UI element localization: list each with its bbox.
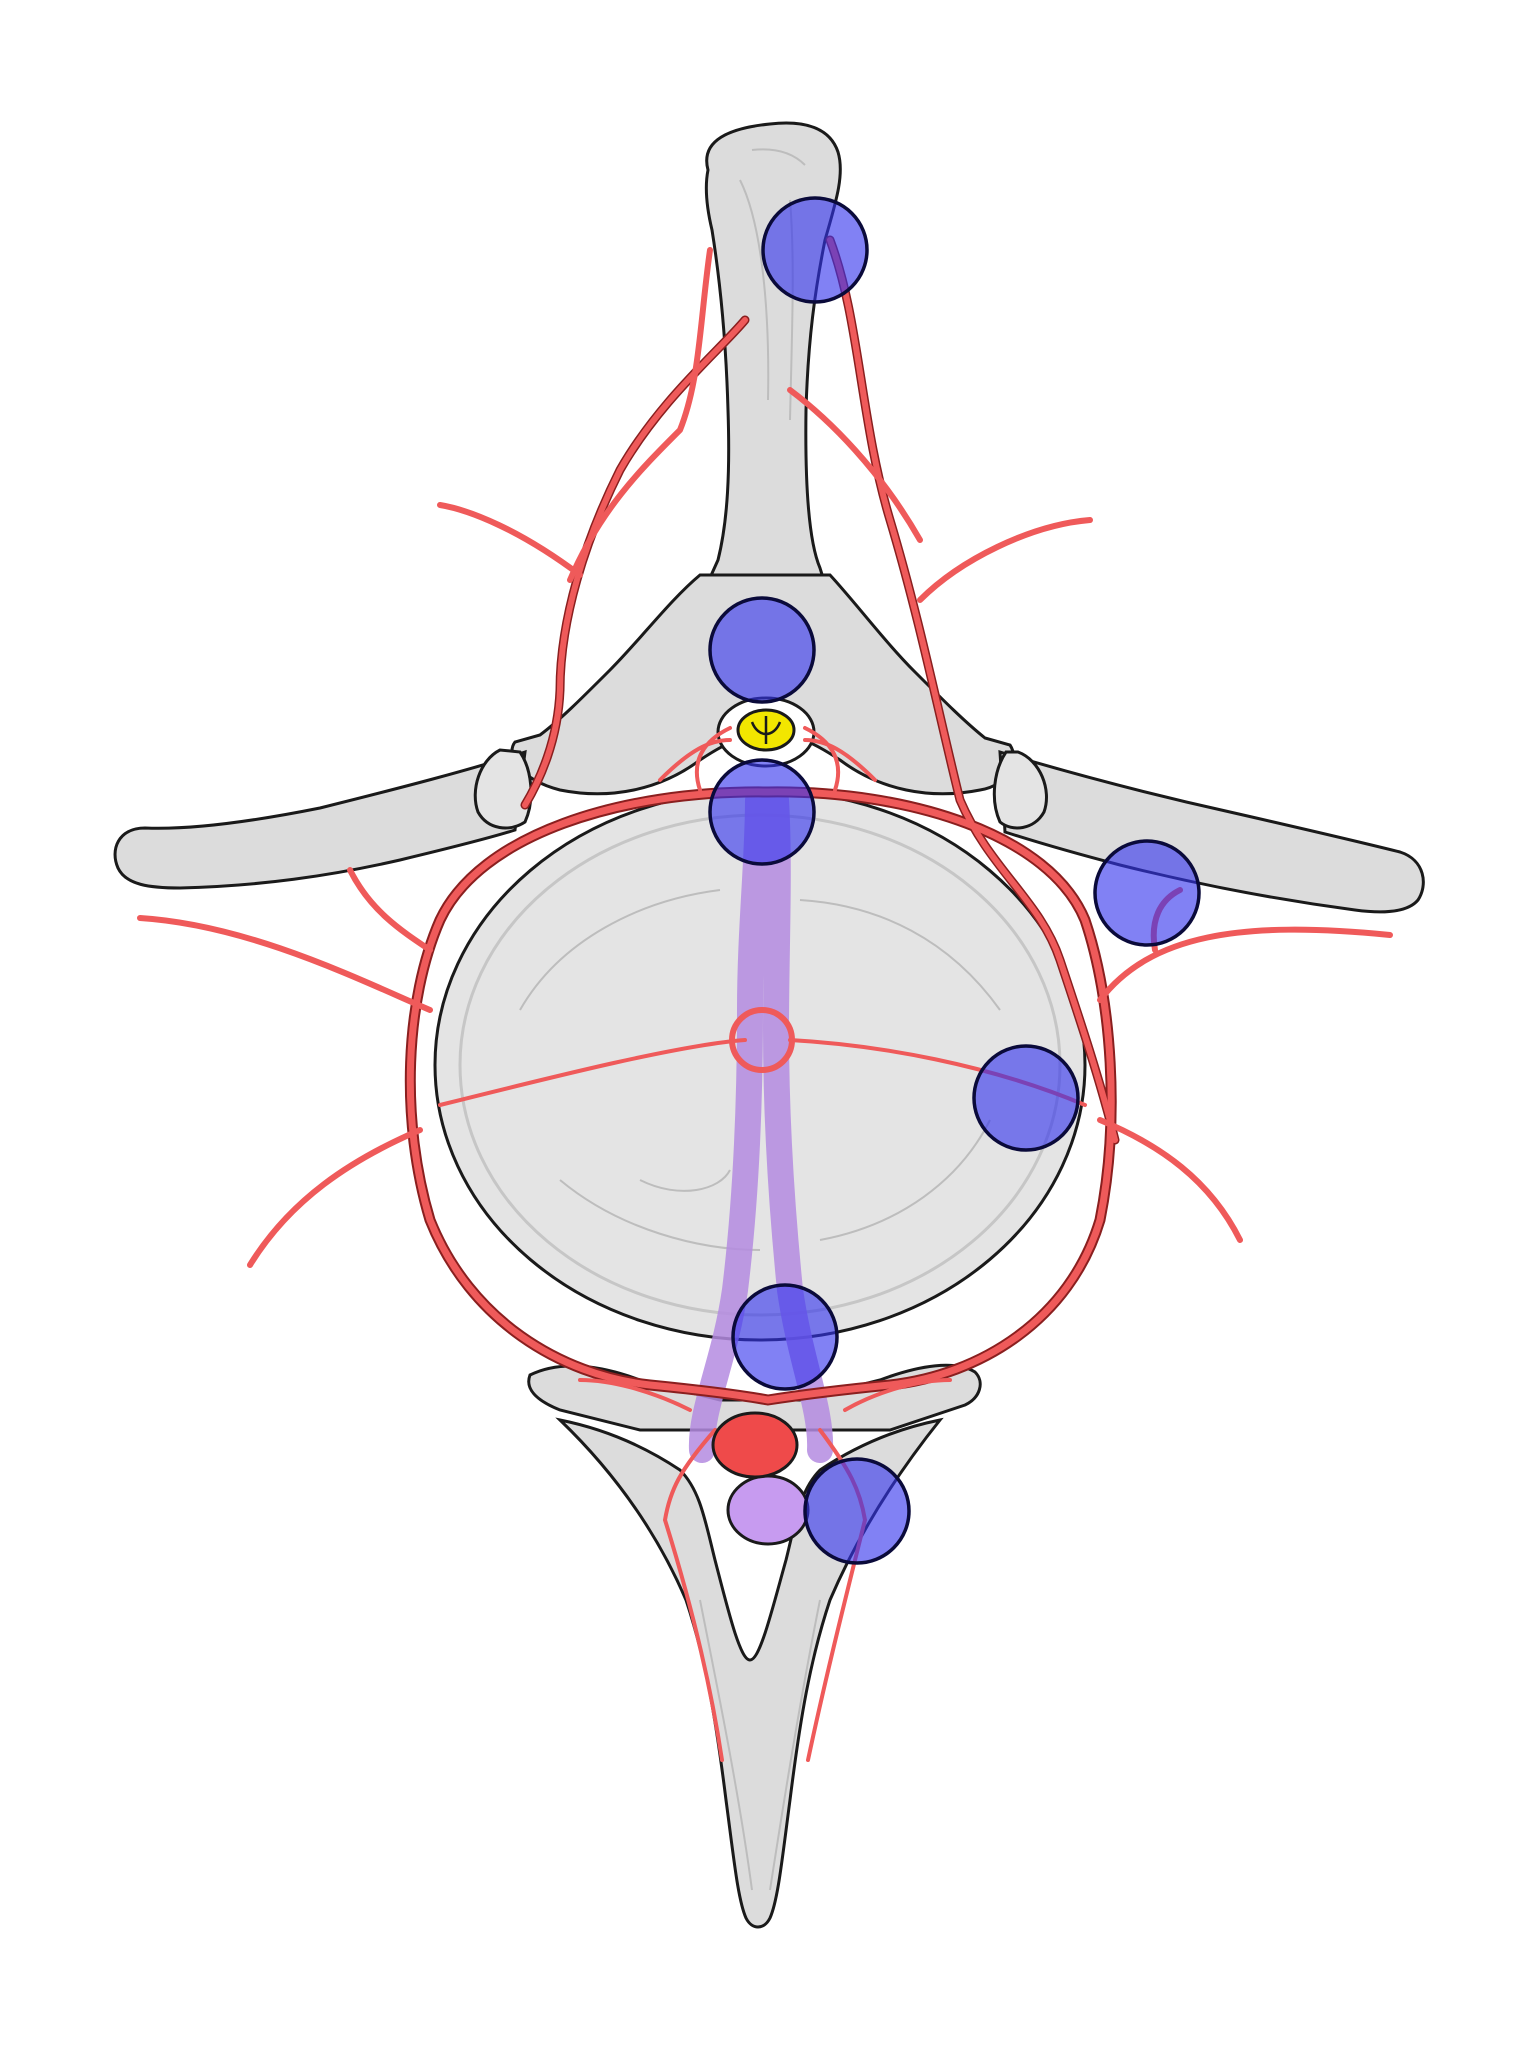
- marker-body-bottom: [731, 1283, 839, 1391]
- vertebral-body-shading: [519, 889, 1001, 1251]
- marker-canal-bottom: [708, 758, 816, 866]
- markers: [708, 196, 1201, 1565]
- marker-transverse-right: [1093, 839, 1201, 947]
- artery-left-lateral: [137, 867, 433, 1268]
- spinal-cord-grey-matter: [750, 716, 782, 744]
- artery-left-descending: [522, 317, 748, 808]
- marker-body-right: [972, 1044, 1080, 1152]
- arteries: [137, 235, 1393, 1762]
- aorta-lumen: [711, 1411, 799, 1479]
- transverse-joint-left: [473, 748, 533, 830]
- marker-lower-right: [803, 1457, 911, 1565]
- marker-canal-top: [708, 596, 816, 704]
- marker-spinous-tip: [761, 196, 869, 304]
- artery-top-left-branch: [437, 247, 713, 583]
- artery-body-ring: [729, 1007, 795, 1073]
- artery-canal-branches: [658, 726, 877, 792]
- transverse-joint-right: [992, 750, 1048, 830]
- artery-right-descending: [827, 237, 1118, 1143]
- vein-lumen: [726, 1474, 810, 1546]
- artery-top-right-branch: [787, 387, 1093, 603]
- inferior-spinous-shading: [699, 1599, 821, 1891]
- transverse-process-left: [113, 749, 527, 890]
